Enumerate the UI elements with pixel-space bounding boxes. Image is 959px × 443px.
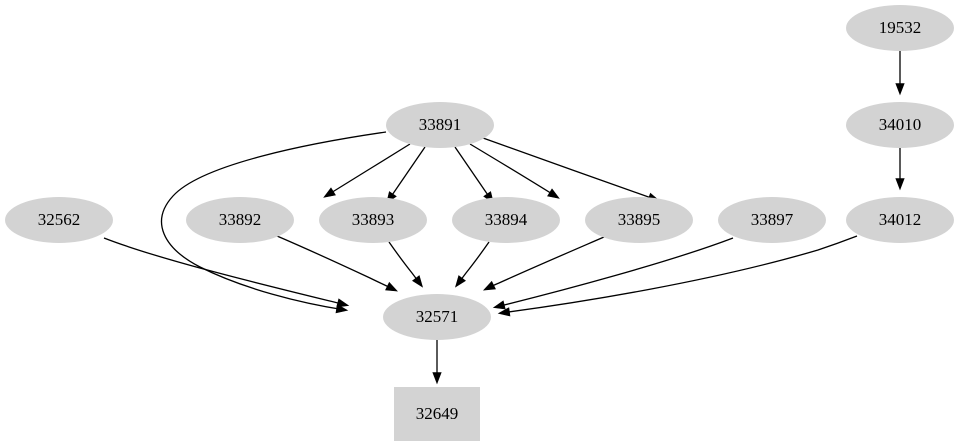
edge-line (469, 143, 558, 198)
graph-edge (103, 237, 350, 308)
arrowhead-icon (895, 83, 905, 96)
arrowhead-icon (412, 275, 424, 288)
graph-node-33895[interactable]: 33895 (585, 197, 693, 243)
node-ellipse-shape[interactable] (186, 197, 294, 243)
node-ellipse-shape[interactable] (383, 294, 491, 340)
graph-node-33892[interactable]: 33892 (186, 197, 294, 243)
node-ellipse-shape[interactable] (452, 197, 560, 243)
graph-edge (483, 236, 605, 291)
arrowhead-icon (385, 281, 398, 292)
node-ellipse-shape[interactable] (846, 197, 954, 243)
node-box-shape[interactable] (394, 387, 480, 441)
graph-node-33891[interactable]: 33891 (386, 102, 494, 148)
graph-node-32571[interactable]: 32571 (383, 294, 491, 340)
node-ellipse-shape[interactable] (585, 197, 693, 243)
edge-line (325, 143, 411, 197)
node-layer: 32562 33891 33892 33893 33894 33895 33897 19532… (5, 5, 954, 441)
arrowhead-icon (323, 187, 336, 198)
arrowhead-icon (492, 300, 506, 310)
graph-node-33893[interactable]: 33893 (319, 197, 427, 243)
arrowhead-icon (895, 178, 905, 191)
arrowhead-icon (336, 298, 350, 308)
graph-edge (492, 237, 734, 310)
edge-layer (103, 51, 905, 385)
graph-node-34010[interactable]: 34010 (846, 102, 954, 148)
edge-line (103, 237, 347, 306)
graph-edge (388, 241, 424, 288)
graph-node-34012[interactable]: 34012 (846, 197, 954, 243)
edge-line (495, 237, 734, 308)
node-ellipse-shape[interactable] (846, 102, 954, 148)
arrowhead-icon (432, 372, 442, 385)
graph-node-33894[interactable]: 33894 (452, 197, 560, 243)
graph-edge (454, 241, 490, 288)
graph-edge (895, 51, 905, 96)
edge-line (482, 137, 658, 201)
graph-node-33897[interactable]: 33897 (718, 197, 826, 243)
node-ellipse-shape[interactable] (319, 197, 427, 243)
graph-edge (432, 340, 442, 385)
graph-edge (469, 143, 560, 199)
graph-node-32649[interactable]: 32649 (394, 387, 480, 441)
node-ellipse-shape[interactable] (718, 197, 826, 243)
arrowhead-icon (483, 280, 496, 291)
arrowhead-icon (497, 307, 511, 317)
graph-node-19532[interactable]: 19532 (846, 5, 954, 51)
graph-edge (323, 143, 411, 198)
node-ellipse-shape[interactable] (5, 197, 113, 243)
arrowhead-icon (547, 188, 560, 199)
graph-node-32562[interactable]: 32562 (5, 197, 113, 243)
edge-line (500, 235, 858, 314)
arrowhead-icon (454, 275, 466, 288)
graph-edge (276, 235, 398, 292)
edge-line (276, 235, 396, 291)
graph-edge (497, 235, 858, 317)
graph-edge (895, 148, 905, 191)
edge-line (160, 131, 387, 311)
node-ellipse-shape[interactable] (386, 102, 494, 148)
node-ellipse-shape[interactable] (846, 5, 954, 51)
